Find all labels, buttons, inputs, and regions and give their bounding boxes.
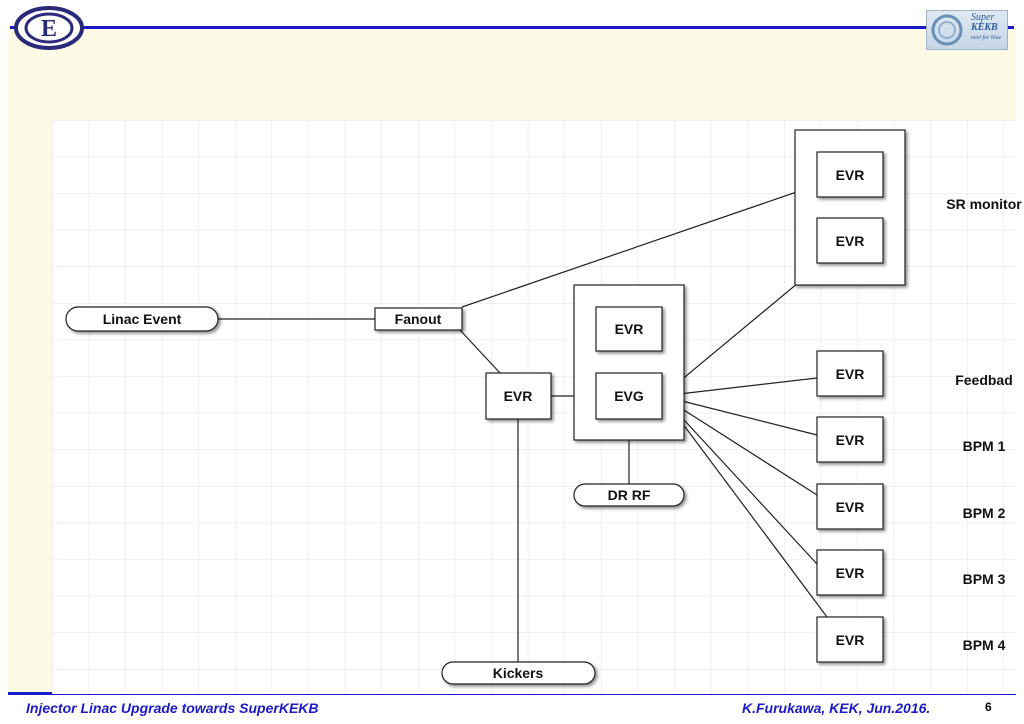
ring-icon [931,14,963,46]
logo-line-3: next for blue [971,35,1002,41]
evr-inner-label: EVR [615,321,644,337]
header-band [8,28,1016,120]
evr-inner-node [595,306,663,352]
bpm3-evr-node [816,549,884,596]
kickers-label: Kickers [493,665,544,681]
bpm4-text: BPM 4 [963,637,1006,653]
svg-text:E: E [41,16,57,42]
bpm4-evr-node [816,616,884,663]
line-fanout-evr [459,329,501,374]
dr-rf-node [573,483,685,507]
linac-event-label: Linac Event [103,311,182,327]
logo-line-1: Super [971,12,995,23]
line-evg-bpm2 [661,395,818,496]
line-evg-sr-box [661,282,799,397]
footer-title: Injector Linac Upgrade towards SuperKEKB [26,700,319,716]
kickers-node [441,661,596,685]
left-sidebar-band [8,120,52,692]
bpm2-text: BPM 2 [963,505,1006,521]
sr-evr-2-label: EVR [836,233,865,249]
superkekb-logo-text: Super KEKB next for blue [971,13,1001,43]
logo-line-2: KEKB [971,22,998,33]
line-fanout-sr-evr [461,184,818,308]
evr-main-node [485,372,552,420]
bpm3-text: BPM 3 [963,571,1006,587]
evg-label: EVG [614,388,644,404]
line-evg-bpm1 [661,395,818,436]
feedback-text: Feedbad [955,372,1013,388]
sr-evr-2-node [816,217,884,264]
fanout-label: Fanout [395,311,442,327]
sr-monitor-text: SR monitor [946,196,1022,212]
line-evg-feedback [661,377,818,397]
bpm2-evr-label: EVR [836,499,865,515]
feedback-evr-label: EVR [836,366,865,382]
linac-event-node [65,306,219,332]
feedback-evr-node [816,350,884,397]
bottom-rule-thin [52,694,1016,695]
top-rule [10,26,1014,29]
bpm1-evr-label: EVR [836,432,865,448]
evg-node [595,372,663,420]
bpm1-text: BPM 1 [963,438,1006,454]
dr-rf-label: DR RF [608,487,651,503]
connector-lines [218,184,828,662]
evr-main-label: EVR [504,388,533,404]
line-evg-bpm4 [661,395,828,618]
superkekb-logo: Super KEKB next for blue [926,10,1008,50]
bpm4-evr-label: EVR [836,632,865,648]
line-evg-bpm3 [661,395,818,565]
bpm1-evr-node [816,416,884,463]
footer-author-date: K.Furukawa, KEK, Jun.2016. [742,700,931,716]
page-number: 6 [985,700,992,714]
bpm3-evr-label: EVR [836,565,865,581]
kek-logo: E [14,6,84,50]
bottom-rule-thick [8,692,52,695]
sr-evr-1-label: EVR [836,167,865,183]
sr-evr-1-node [816,151,884,198]
fanout-node [374,307,463,331]
bpm2-evr-node [816,483,884,530]
